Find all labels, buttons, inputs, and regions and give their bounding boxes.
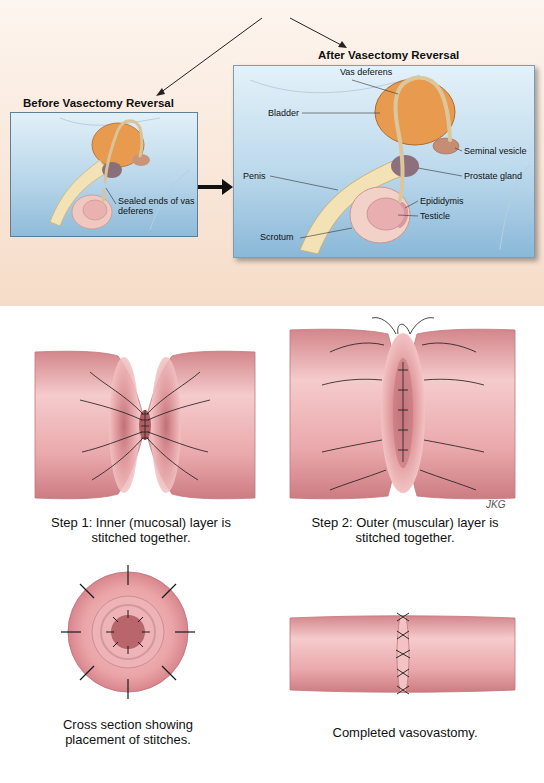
cross-section — [61, 565, 195, 699]
artist-signature: JKG — [486, 499, 505, 511]
part-label: Sealed ends of vas deferens — [118, 196, 196, 217]
part-label: Seminal vesicle — [464, 146, 527, 156]
step-caption: Step 1: Inner (mucosal) layer is stitche… — [45, 516, 237, 546]
part-label: Scrotum — [260, 232, 294, 242]
part-label: Penis — [243, 171, 266, 181]
part-label: Testicle — [420, 211, 450, 221]
part-label: Bladder — [268, 108, 299, 118]
step2-illustration — [290, 318, 515, 499]
panel-heading: Before Vasectomy Reversal — [23, 97, 174, 109]
part-label: Prostate gland — [464, 171, 522, 181]
panel-box: After Vasectomy Reversal — [233, 65, 535, 258]
part-label: Epididymis — [420, 196, 464, 206]
step1-illustration — [35, 351, 255, 499]
flow-arrow — [198, 179, 233, 195]
part-label: Vas deferens — [340, 67, 392, 77]
arrow-head — [222, 179, 233, 195]
panel-heading: After Vasectomy Reversal — [318, 49, 459, 61]
step-caption: Cross section showing placement of stitc… — [52, 718, 204, 748]
completed-tube — [290, 613, 515, 694]
peach-band — [0, 0, 544, 306]
arrow-shaft — [198, 185, 223, 189]
step-caption: Completed vasovastomy. — [300, 726, 510, 741]
panel-box: Before Vasectomy Reversal — [10, 112, 198, 237]
step-caption: Step 2: Outer (muscular) layer is stitch… — [309, 516, 501, 546]
